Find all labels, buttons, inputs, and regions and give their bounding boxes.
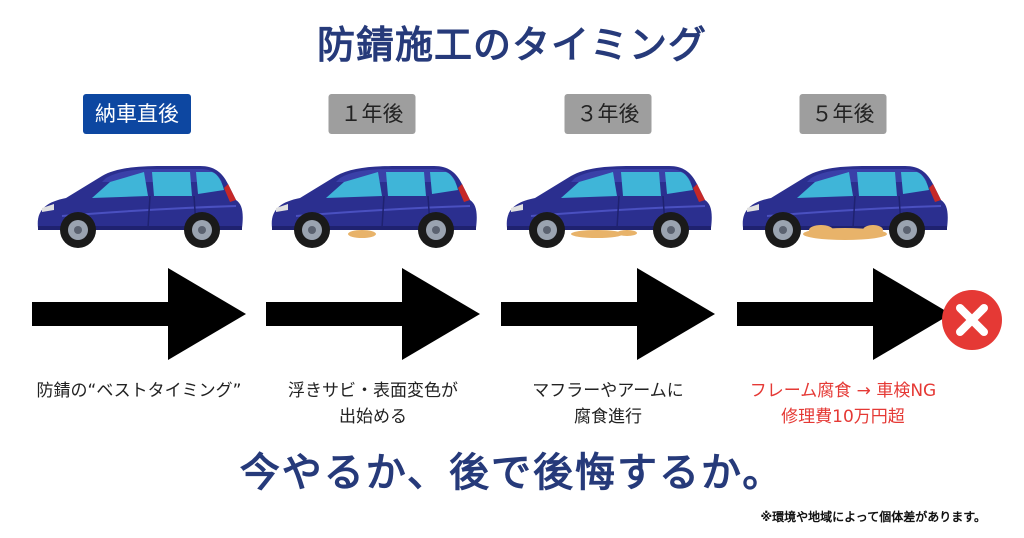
page-title: 防錆施工のタイミング — [316, 23, 707, 67]
rust-patch — [348, 230, 376, 238]
rust-patch — [803, 225, 887, 240]
stage-caption-3-year: マフラーやアームに 腐食進行 — [493, 378, 723, 430]
stage-caption-1-year: 浮きサビ・表面変色が 出始める — [258, 378, 488, 430]
footnote: ※環境や地域によって個体差があります。 — [760, 510, 986, 524]
arrow-right-icon — [266, 268, 480, 360]
caption-line: 出始める — [339, 407, 407, 427]
caption-line: 腐食進行 — [574, 407, 642, 427]
caption-line: 防錆の“ベストタイミング” — [36, 381, 242, 401]
stage-badge-3-year: ３年後 — [564, 94, 652, 134]
caption-line: マフラーやアームに — [532, 381, 684, 401]
car-illustration-3-year — [505, 165, 713, 249]
arrow-right-icon — [737, 268, 951, 360]
stage-badge-1-year: １年後 — [328, 94, 416, 134]
stage-caption-delivery: 防錆の“ベストタイミング” — [24, 378, 254, 404]
stage-badge-delivery: 納車直後 — [83, 94, 191, 134]
rust-patch — [571, 230, 637, 238]
x-circle-icon — [942, 290, 1002, 350]
car-illustration-5-year — [741, 165, 949, 249]
stage-caption-5-year: フレーム腐食 → 車検NG 修理費10万円超 — [728, 378, 958, 430]
stage-badge-5-year: ５年後 — [799, 94, 887, 134]
caption-line: フレーム腐食 → 車検NG — [749, 381, 937, 401]
caption-line: 浮きサビ・表面変色が — [288, 381, 458, 401]
caption-line: 修理費10万円超 — [781, 407, 905, 427]
car-illustration-1-year — [270, 165, 478, 249]
headline: 今やるか、後で後悔するか。 — [239, 450, 785, 496]
arrow-right-icon — [501, 268, 715, 360]
car-illustration-delivery — [36, 165, 244, 249]
arrow-right-icon — [32, 268, 246, 360]
